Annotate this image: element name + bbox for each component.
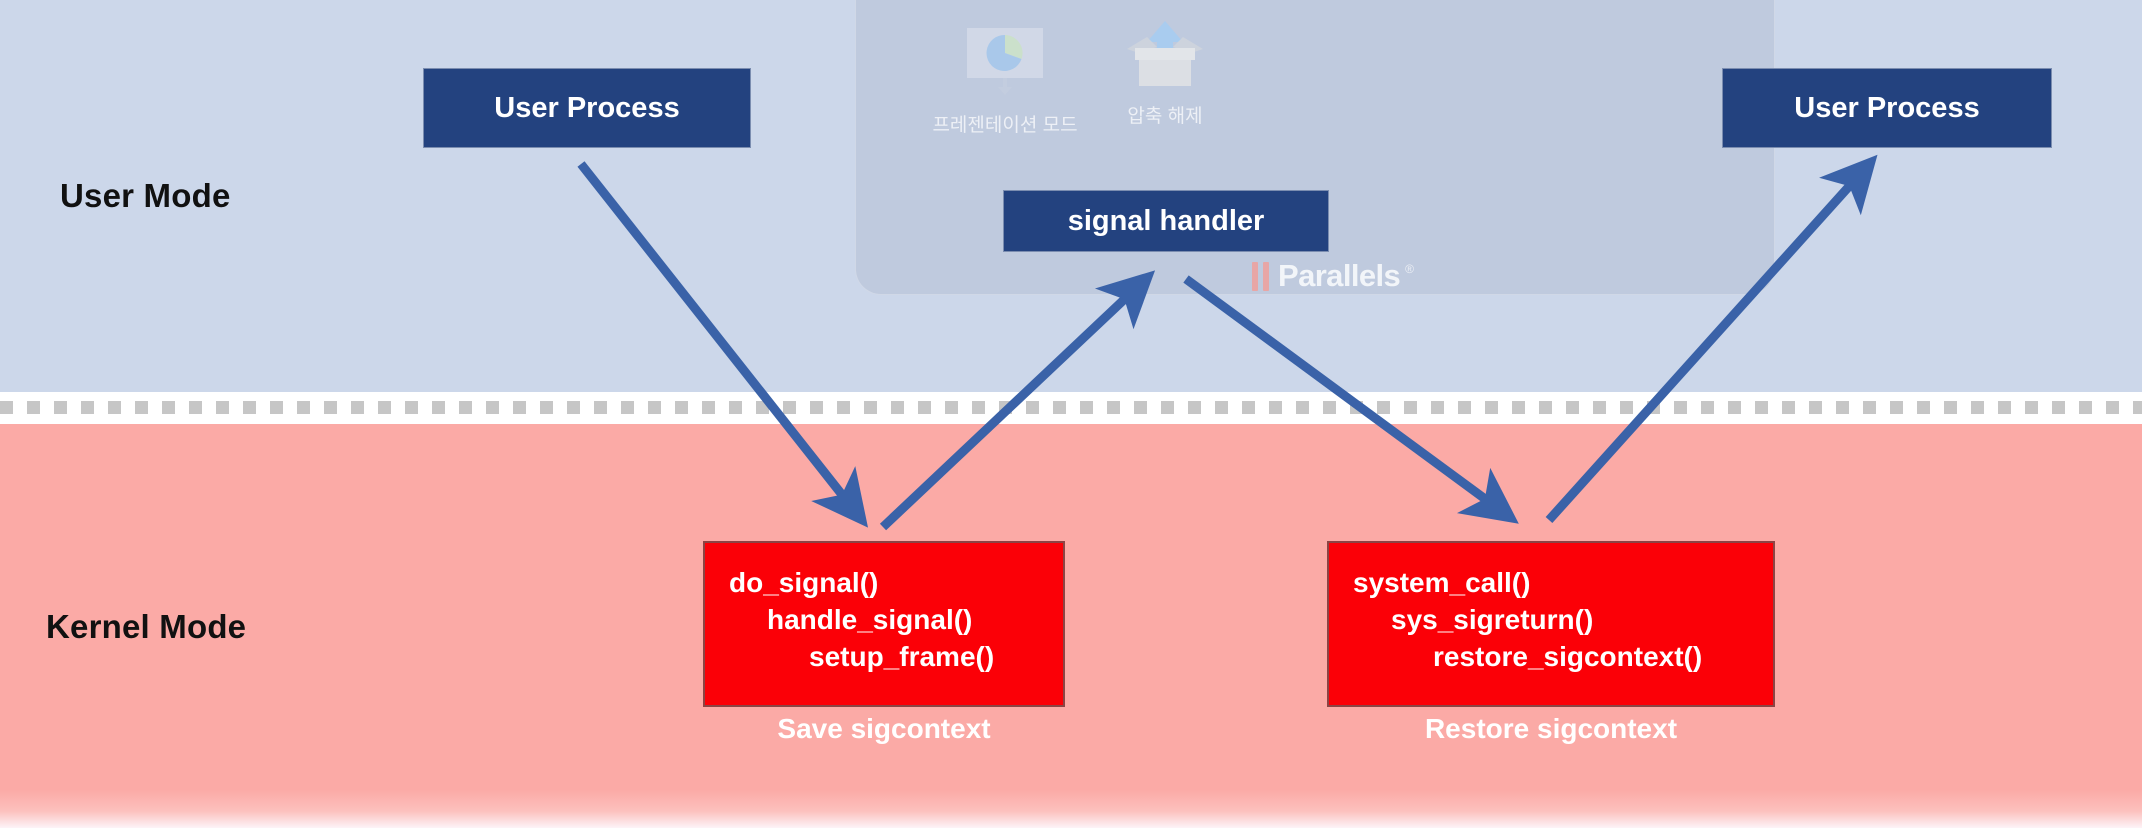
overlay-tile-label: 압축 해제 [1127, 106, 1203, 127]
mode-divider [0, 392, 2142, 424]
system-call-box[interactable]: system_call() sys_sigreturn() restore_si… [1327, 541, 1775, 707]
divider-dashed-line [0, 401, 2142, 414]
user-mode-label: User Mode [60, 177, 231, 214]
signal-handler-box[interactable]: signal handler [1003, 190, 1329, 252]
kernel-mode-label: Kernel Mode [46, 608, 247, 645]
system-call-line-2: sys_sigreturn() [1391, 603, 1594, 635]
parallels-watermark: Parallels ® [1252, 258, 1414, 294]
overlay-tile-presentation-mode[interactable]: 프레젠테이션 모드 [905, 24, 1105, 137]
system-call-line-1: system_call() [1353, 567, 1531, 598]
overlay-tile-label: 프레젠테이션 모드 [932, 115, 1078, 136]
user-process-box-right[interactable]: User Process [1722, 68, 2052, 148]
do-signal-line-2: handle_signal() [767, 603, 973, 635]
save-sigcontext-caption: Save sigcontext [777, 713, 991, 744]
do-signal-line-3: setup_frame() [809, 640, 995, 672]
presentation-screen-pie-chart-icon [967, 28, 1043, 95]
parallels-wordmark: Parallels [1278, 258, 1401, 293]
kernel-band-fade [0, 790, 2142, 828]
parallels-logo-icon [1252, 261, 1269, 291]
system-call-line-3: restore_sigcontext() [1433, 640, 1703, 672]
restore-sigcontext-caption: Restore sigcontext [1424, 713, 1678, 744]
user-process-box-left[interactable]: User Process [423, 68, 751, 148]
do-signal-line-1: do_signal() [729, 567, 879, 598]
overlay-tile-extract-archive[interactable]: 압축 해제 [1065, 15, 1265, 128]
registered-trademark-icon: ® [1405, 262, 1414, 276]
do-signal-box[interactable]: do_signal() handle_signal() setup_frame(… [703, 541, 1065, 707]
open-box-up-arrow-icon [1127, 21, 1203, 86]
kernel-mode-band [0, 424, 2142, 810]
